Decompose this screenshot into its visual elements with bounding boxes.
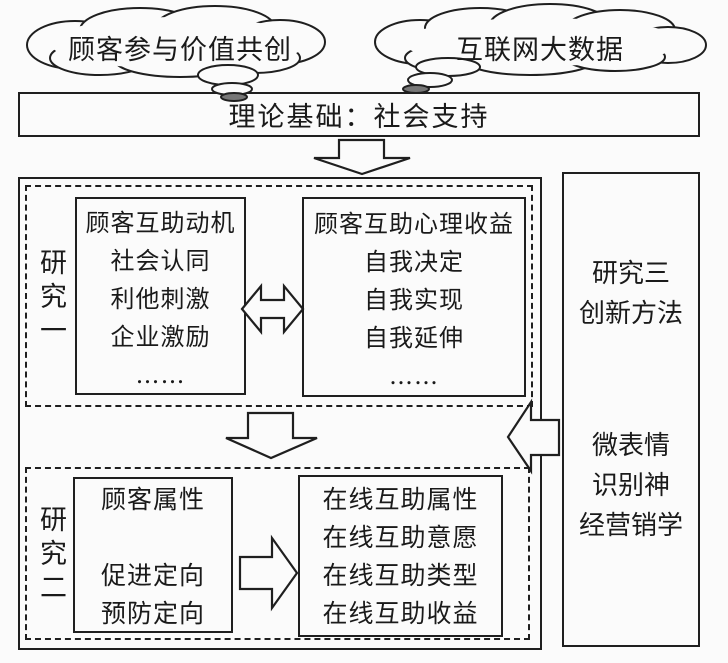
study1-benefit-text: 顾客互助心理收益 自我决定 自我实现 自我延伸 …… (314, 210, 514, 390)
left-cloud-label: 顾客参与价值共创 (68, 35, 292, 66)
study1-dashed-region (25, 185, 533, 407)
theory-foundation-label: 理论基础：社会支持 (228, 102, 490, 133)
study2-vertical-label: 研究二 (35, 505, 66, 607)
study2-attribute-text: 顾客属性 促进定向 预防定向 (100, 485, 205, 628)
theory-foundation-box (18, 92, 700, 137)
study1-vertical-label: 研究一 (35, 248, 66, 350)
study2-attribute-box: 顾客属性 促进定向 预防定向 (73, 477, 233, 633)
right-cloud-label: 互联网大数据 (456, 35, 624, 66)
study2-outcome-text: 在线互助属性 在线互助意愿 在线互助类型 在线互助收益 (322, 485, 479, 628)
study1-motivation-text: 顾客互助动机 社会认同 利他刺激 企业激励 …… (85, 209, 236, 389)
study1-motivation-box: 顾客互助动机 社会认同 利他刺激 企业激励 …… (75, 197, 246, 395)
study3-box: 研究三 创新方法 微表情 识别神 经营销学 (562, 172, 700, 647)
study1-benefit-box: 顾客互助心理收益 自我决定 自我实现 自我延伸 …… (302, 197, 526, 397)
study3-title: 研究三 创新方法 (578, 259, 683, 329)
study2-outcome-box: 在线互助属性 在线互助意愿 在线互助类型 在线互助收益 (298, 475, 503, 637)
study2-dashed-region (25, 467, 530, 640)
study3-method: 微表情 识别神 经营销学 (578, 431, 683, 541)
down-arrow-icon (313, 138, 411, 176)
